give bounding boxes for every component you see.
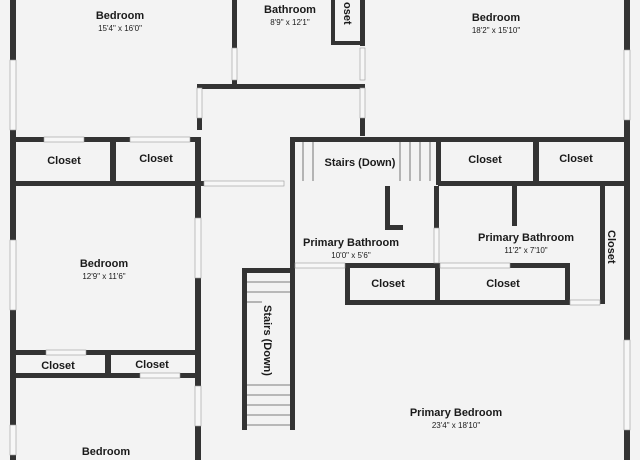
stairs-label-vertical: Stairs (Down) bbox=[261, 305, 273, 376]
stairs-vertical-treads bbox=[247, 281, 290, 426]
closet-label-bath-2: Closet bbox=[486, 278, 520, 290]
room-name-bedroom-top-right: Bedroom bbox=[472, 12, 521, 24]
closet-label-bath-1: Closet bbox=[371, 278, 405, 290]
stairs-top-treads bbox=[302, 142, 431, 181]
windows bbox=[9, 47, 631, 456]
room-name-primary-bedroom: Primary Bedroom bbox=[410, 407, 503, 419]
walls bbox=[10, 0, 630, 460]
closet-label-lower-left-2: Closet bbox=[135, 359, 169, 371]
closet-label-left-1: Closet bbox=[47, 155, 81, 167]
room-dims-bedroom-top-right: 18'2" x 15'10" bbox=[472, 26, 520, 35]
stairs-label-top: Stairs (Down) bbox=[325, 157, 396, 169]
closet-label-top-cut: oset bbox=[341, 2, 353, 25]
closet-label-right-vertical: Closet bbox=[605, 230, 617, 264]
closet-label-lower-left-1: Closet bbox=[41, 360, 75, 372]
room-dims-primary-bath-right: 11'2" x 7'10" bbox=[504, 246, 547, 255]
room-name-bathroom-top: Bathroom bbox=[264, 4, 316, 16]
room-dims-bathroom-top: 8'9" x 12'1" bbox=[270, 18, 310, 27]
room-name-primary-bath-right: Primary Bathroom bbox=[478, 232, 574, 244]
room-name-bedroom-bottom-left: Bedroom bbox=[82, 446, 131, 458]
room-dims-primary-bath-left: 10'0" x 5'6" bbox=[331, 251, 371, 260]
closet-label-left-2: Closet bbox=[139, 153, 173, 165]
closet-label-right-1: Closet bbox=[468, 154, 502, 166]
closet-label-right-2: Closet bbox=[559, 153, 593, 165]
room-name-bedroom-mid-left: Bedroom bbox=[80, 258, 129, 270]
room-name-primary-bath-left: Primary Bathroom bbox=[303, 237, 399, 249]
room-dims-bedroom-top-left: 15'4" x 16'0" bbox=[98, 24, 142, 33]
room-dims-bedroom-mid-left: 12'9" x 11'6" bbox=[82, 272, 125, 281]
room-name-bedroom-top-left: Bedroom bbox=[96, 10, 145, 22]
room-dims-primary-bedroom: 23'4" x 18'10" bbox=[432, 421, 480, 430]
